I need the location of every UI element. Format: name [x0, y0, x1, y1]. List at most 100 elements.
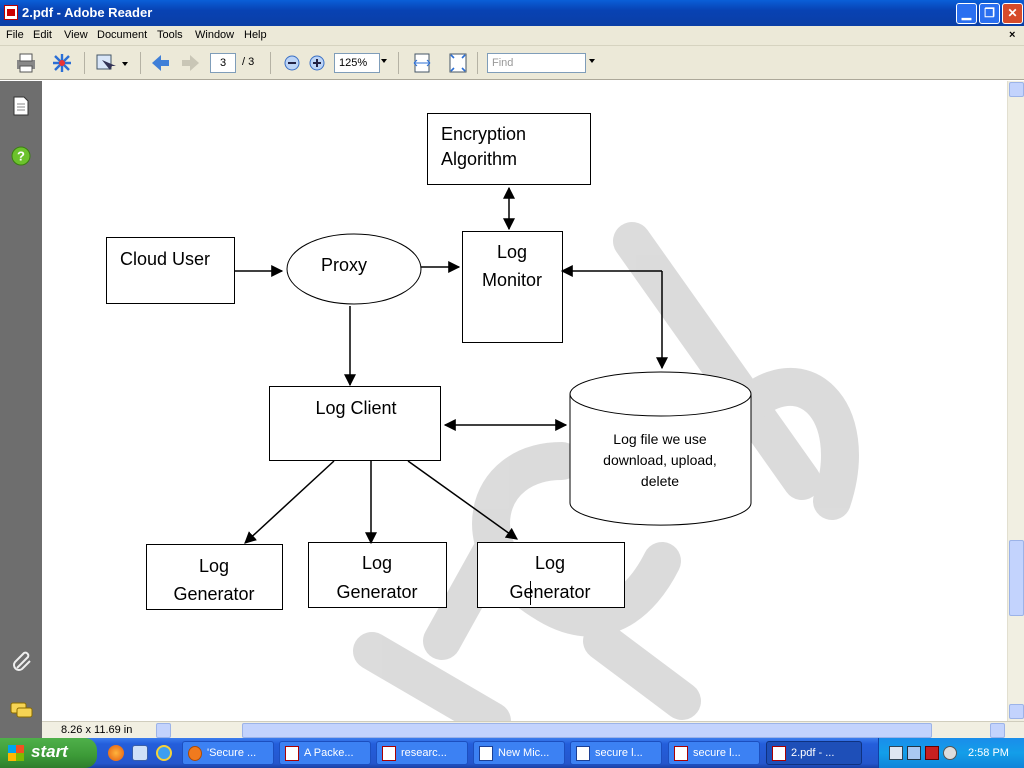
pdf-app-icon — [4, 5, 18, 20]
log-monitor-box — [462, 231, 563, 343]
taskbar-item-3[interactable]: researc... — [376, 741, 468, 765]
display-icon[interactable] — [907, 746, 921, 760]
log-monitor-label-line1: Log — [497, 242, 527, 262]
log-file-cylinder — [569, 371, 752, 526]
taskbar-item-label: secure l... — [693, 747, 741, 759]
menu-view[interactable]: View — [64, 29, 88, 41]
find-dropdown-icon[interactable] — [589, 59, 595, 63]
page-size-label: 8.26 x 11.69 in — [61, 724, 133, 736]
pdf-icon — [772, 746, 786, 761]
toolbar-separator — [270, 52, 271, 74]
generator2-label-line2: Generator — [336, 582, 417, 602]
menu-edit[interactable]: Edit — [33, 29, 52, 41]
find-input[interactable]: Find — [487, 53, 586, 73]
select-tool-icon[interactable] — [94, 52, 128, 74]
connector-arrows — [234, 186, 668, 545]
firefox-icon[interactable] — [108, 745, 124, 761]
scroll-down-button[interactable] — [1009, 704, 1024, 719]
log-generator-box-1 — [146, 544, 283, 610]
firefox-icon — [188, 746, 202, 761]
menu-file[interactable]: File — [6, 29, 24, 41]
page-total-label: / 3 — [242, 56, 255, 68]
pages-icon[interactable] — [11, 95, 31, 117]
vertical-scroll-thumb[interactable] — [1009, 540, 1024, 616]
taskbar-item-label: New Mic... — [498, 747, 550, 759]
taskbar-item-4[interactable]: New Mic... — [473, 741, 565, 765]
close-button[interactable]: ✕ — [1002, 3, 1023, 24]
zoom-level-input[interactable]: 125% — [334, 53, 380, 73]
horizontal-scroll-thumb[interactable] — [242, 723, 932, 738]
start-label: start — [31, 742, 68, 761]
fit-page-icon[interactable] — [446, 52, 470, 74]
comments-icon[interactable] — [10, 701, 34, 721]
generator2-label-line1: Log — [362, 553, 392, 573]
taskbar-item-6[interactable]: secure l... — [668, 741, 760, 765]
page-number-input[interactable]: 3 — [210, 53, 236, 73]
window-title: 2.pdf - Adobe Reader — [22, 5, 153, 20]
start-button[interactable]: start — [0, 738, 97, 768]
taskbar-item-label: researc... — [401, 747, 447, 759]
attachment-paperclip-icon[interactable] — [11, 649, 33, 673]
print-icon[interactable] — [14, 52, 38, 74]
document-close-icon[interactable]: × — [1009, 29, 1016, 41]
title-bar: 2.pdf - Adobe Reader ▁ ❐ ✕ — [0, 0, 1024, 26]
navigation-panel: ? — [0, 81, 42, 738]
word-icon — [576, 746, 590, 761]
minimize-button[interactable]: ▁ — [956, 3, 977, 24]
menu-tools[interactable]: Tools — [157, 29, 183, 41]
taskbar-item-2[interactable]: A Packe... — [279, 741, 371, 765]
log-file-label-line1: Log file we use — [613, 431, 707, 447]
network-icon[interactable] — [889, 746, 903, 760]
toolbar-separator — [140, 52, 141, 74]
maximize-button[interactable]: ❐ — [979, 3, 1000, 24]
fit-width-icon[interactable] — [410, 52, 434, 74]
zoom-in-icon[interactable] — [306, 52, 330, 74]
taskbar-item-5[interactable]: secure l... — [570, 741, 662, 765]
watermark — [353, 222, 859, 721]
taskbar-item-label: secure l... — [595, 747, 643, 759]
internet-explorer-icon[interactable] — [156, 745, 172, 761]
svg-text:?: ? — [17, 149, 25, 164]
pdf-icon — [382, 746, 396, 761]
zoom-out-icon[interactable] — [281, 52, 305, 74]
algorithm-label: Algorithm — [441, 149, 517, 169]
log-generator-box-2 — [308, 542, 447, 608]
zoom-dropdown-icon[interactable] — [381, 59, 387, 63]
proxy-ellipse — [286, 233, 422, 305]
encryption-algorithm-box — [427, 113, 591, 185]
next-page-icon[interactable] — [179, 52, 203, 74]
menu-help[interactable]: Help — [244, 29, 267, 41]
taskbar-item-7-active[interactable]: 2.pdf - ... — [766, 741, 862, 765]
encryption-label: Encryption — [441, 124, 526, 144]
scroll-left-button[interactable] — [156, 723, 171, 738]
cloud-user-box — [106, 237, 235, 304]
log-client-box — [269, 386, 441, 461]
toolbar-separator — [84, 52, 85, 74]
scroll-up-button[interactable] — [1009, 82, 1024, 97]
log-generator-box-3 — [477, 542, 625, 608]
desktop-icon[interactable] — [132, 745, 148, 761]
pdf-icon — [285, 746, 299, 761]
scroll-right-button[interactable] — [990, 723, 1005, 738]
security-alert-icon[interactable] — [925, 746, 939, 760]
menu-window[interactable]: Window — [195, 29, 235, 41]
previous-page-icon[interactable] — [148, 52, 172, 74]
vertical-scrollbar[interactable] — [1007, 81, 1024, 721]
clock: 2:58 PM — [968, 747, 1009, 759]
taskbar-item-label: 2.pdf - ... — [791, 747, 835, 759]
menu-bar: File Edit View Document Tools Window Hel… — [0, 26, 1024, 46]
help-icon[interactable]: ? — [11, 146, 31, 166]
system-tray: 2:58 PM — [878, 738, 1024, 768]
toolbar-separator — [398, 52, 399, 74]
log-client-label: Log Client — [315, 398, 396, 418]
taskbar-item-1[interactable]: 'Secure ... — [182, 741, 274, 765]
generator3-label-line1: Log — [535, 553, 565, 573]
taskbar-item-label: A Packe... — [304, 747, 354, 759]
menu-document[interactable]: Document — [97, 29, 148, 41]
volume-icon[interactable] — [943, 746, 957, 760]
pdf-icon — [674, 746, 688, 761]
architecture-diagram: Encryption Algorithm Cloud User Proxy Lo… — [106, 113, 859, 721]
document-view: Encryption Algorithm Cloud User Proxy Lo… — [42, 81, 1007, 721]
log-monitor-label-line2: Monitor — [482, 270, 542, 290]
organizer-icon[interactable] — [50, 52, 74, 74]
